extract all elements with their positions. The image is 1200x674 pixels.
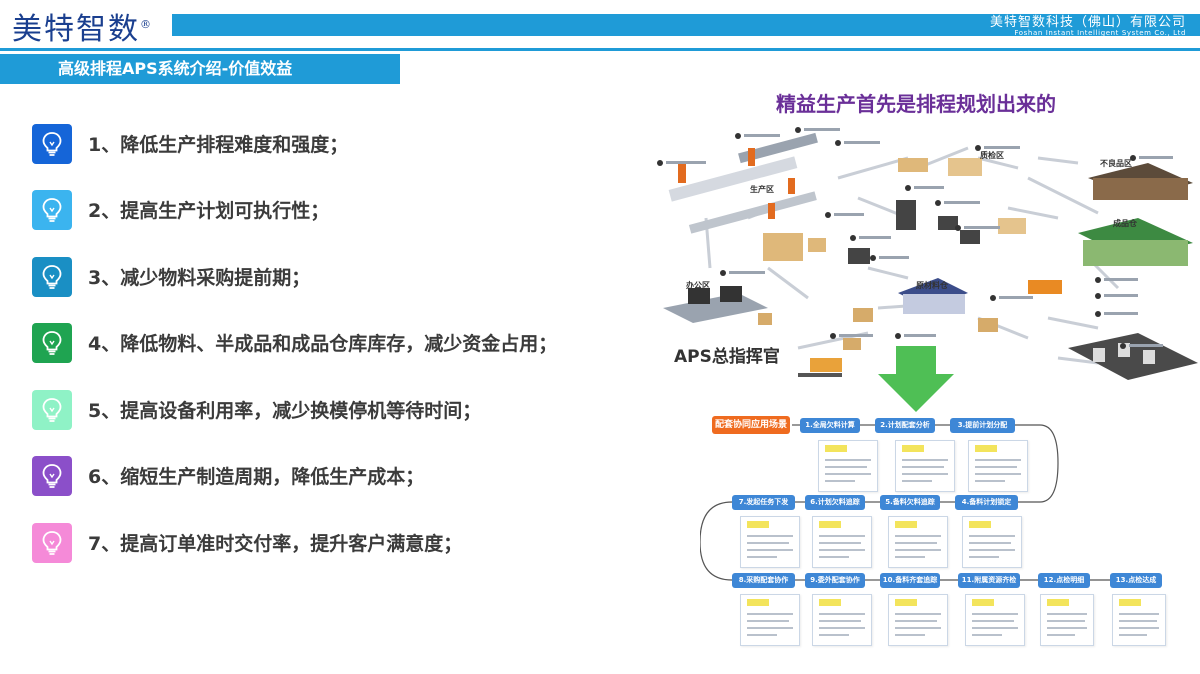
benefit-text: 3、减少物料采购提前期；: [88, 267, 311, 289]
benefit-item: 1、降低生产排程难度和强度；: [32, 124, 652, 164]
step-note-card: [965, 594, 1025, 646]
step-note-card: [962, 516, 1022, 568]
benefit-item: 5、提高设备利用率，减少换模停机等待时间；: [32, 390, 652, 430]
flow-step: 5.备料欠料追踪: [880, 495, 940, 510]
benefit-item: 2、提高生产计划可执行性；: [32, 190, 652, 230]
company-logo: 美特智数®: [12, 12, 151, 47]
flow-header: 配套协同应用场景: [712, 416, 790, 434]
benefit-item: 6、缩短生产制造周期，降低生产成本；: [32, 456, 652, 496]
zone-label-defect: 不良品区: [1100, 158, 1132, 168]
lightbulb-icon: [32, 456, 72, 496]
zone-label-raw: 原材料仓: [916, 280, 949, 290]
zone-label-quality: 质检区: [980, 150, 1004, 160]
benefit-item: 7、提高订单准时交付率，提升客户满意度；: [32, 523, 652, 563]
step-note-card: [812, 594, 872, 646]
benefit-text: 4、降低物料、半成品和成品仓库库存，减少资金占用；: [88, 333, 558, 355]
lightbulb-icon: [32, 257, 72, 297]
step-note-card: [1040, 594, 1094, 646]
company-name-cn: 美特智数科技（佛山）有限公司: [989, 15, 1186, 30]
lightbulb-icon: [32, 190, 72, 230]
flow-step: 13.点检达成: [1110, 573, 1162, 588]
collaboration-flow-diagram: 配套协同应用场景 1.全局欠料计算 2.计划配套分析 3.提前计划分配 7.发起…: [700, 408, 1180, 668]
factory-layout-illustration: 生产区 质检区 不良品区 成品仓 原材料仓 办公区: [657, 127, 1198, 380]
flow-step: 6.计划欠料追踪: [805, 495, 865, 510]
header-divider: [0, 48, 1200, 51]
zone-label-office: 办公区: [686, 280, 710, 290]
benefit-text: 6、缩短生产制造周期，降低生产成本；: [88, 466, 425, 488]
flow-step: 3.提前计划分配: [950, 418, 1015, 433]
step-note-card: [888, 594, 948, 646]
flow-step: 7.发起任务下发: [732, 495, 795, 510]
header-bar: [172, 14, 1200, 36]
step-note-card: [968, 440, 1028, 492]
section-title: 高级排程APS系统介绍-价值效益: [0, 54, 400, 84]
step-note-card: [895, 440, 955, 492]
step-note-card: [888, 516, 948, 568]
benefit-item: 3、减少物料采购提前期；: [32, 257, 652, 297]
benefit-text: 7、提高订单准时交付率，提升客户满意度；: [88, 533, 463, 555]
step-note-card: [740, 594, 800, 646]
right-panel-title: 精益生产首先是排程规划出来的: [776, 92, 1056, 116]
lightbulb-icon: [32, 323, 72, 363]
step-note-card: [1112, 594, 1166, 646]
zone-label-production: 生产区: [750, 184, 774, 194]
flow-step: 9.委外配套协作: [805, 573, 865, 588]
flow-step: 4.备料计划锁定: [955, 495, 1018, 510]
company-name-en: Foshan Instant Intelligent System Co., L…: [1014, 29, 1186, 37]
benefit-text: 1、降低生产排程难度和强度；: [88, 134, 349, 156]
down-arrow-icon: [878, 346, 954, 412]
company-name: 美特智数科技（佛山）有限公司 Foshan Instant Intelligen…: [990, 16, 1186, 37]
lightbulb-icon: [32, 523, 72, 563]
flow-step: 11.附属资源齐检: [958, 573, 1020, 588]
flow-connector-lines: [700, 424, 1110, 581]
benefit-text: 2、提高生产计划可执行性；: [88, 200, 330, 222]
step-note-card: [812, 516, 872, 568]
flow-step: 12.点检明细: [1038, 573, 1090, 588]
flow-step: 1.全局欠料计算: [800, 418, 860, 433]
zone-label-finished: 成品仓: [1113, 218, 1138, 228]
benefit-text: 5、提高设备利用率，减少换模停机等待时间；: [88, 400, 482, 422]
benefit-item: 4、降低物料、半成品和成品仓库库存，减少资金占用；: [32, 323, 652, 363]
flow-step: 10.备料齐套追踪: [880, 573, 940, 588]
flow-step: 2.计划配套分析: [875, 418, 935, 433]
lightbulb-icon: [32, 124, 72, 164]
lightbulb-icon: [32, 390, 72, 430]
step-note-card: [740, 516, 800, 568]
flow-step: 8.采购配套协作: [732, 573, 795, 588]
step-note-card: [818, 440, 878, 492]
aps-commander-label: APS总指挥官: [674, 347, 780, 367]
